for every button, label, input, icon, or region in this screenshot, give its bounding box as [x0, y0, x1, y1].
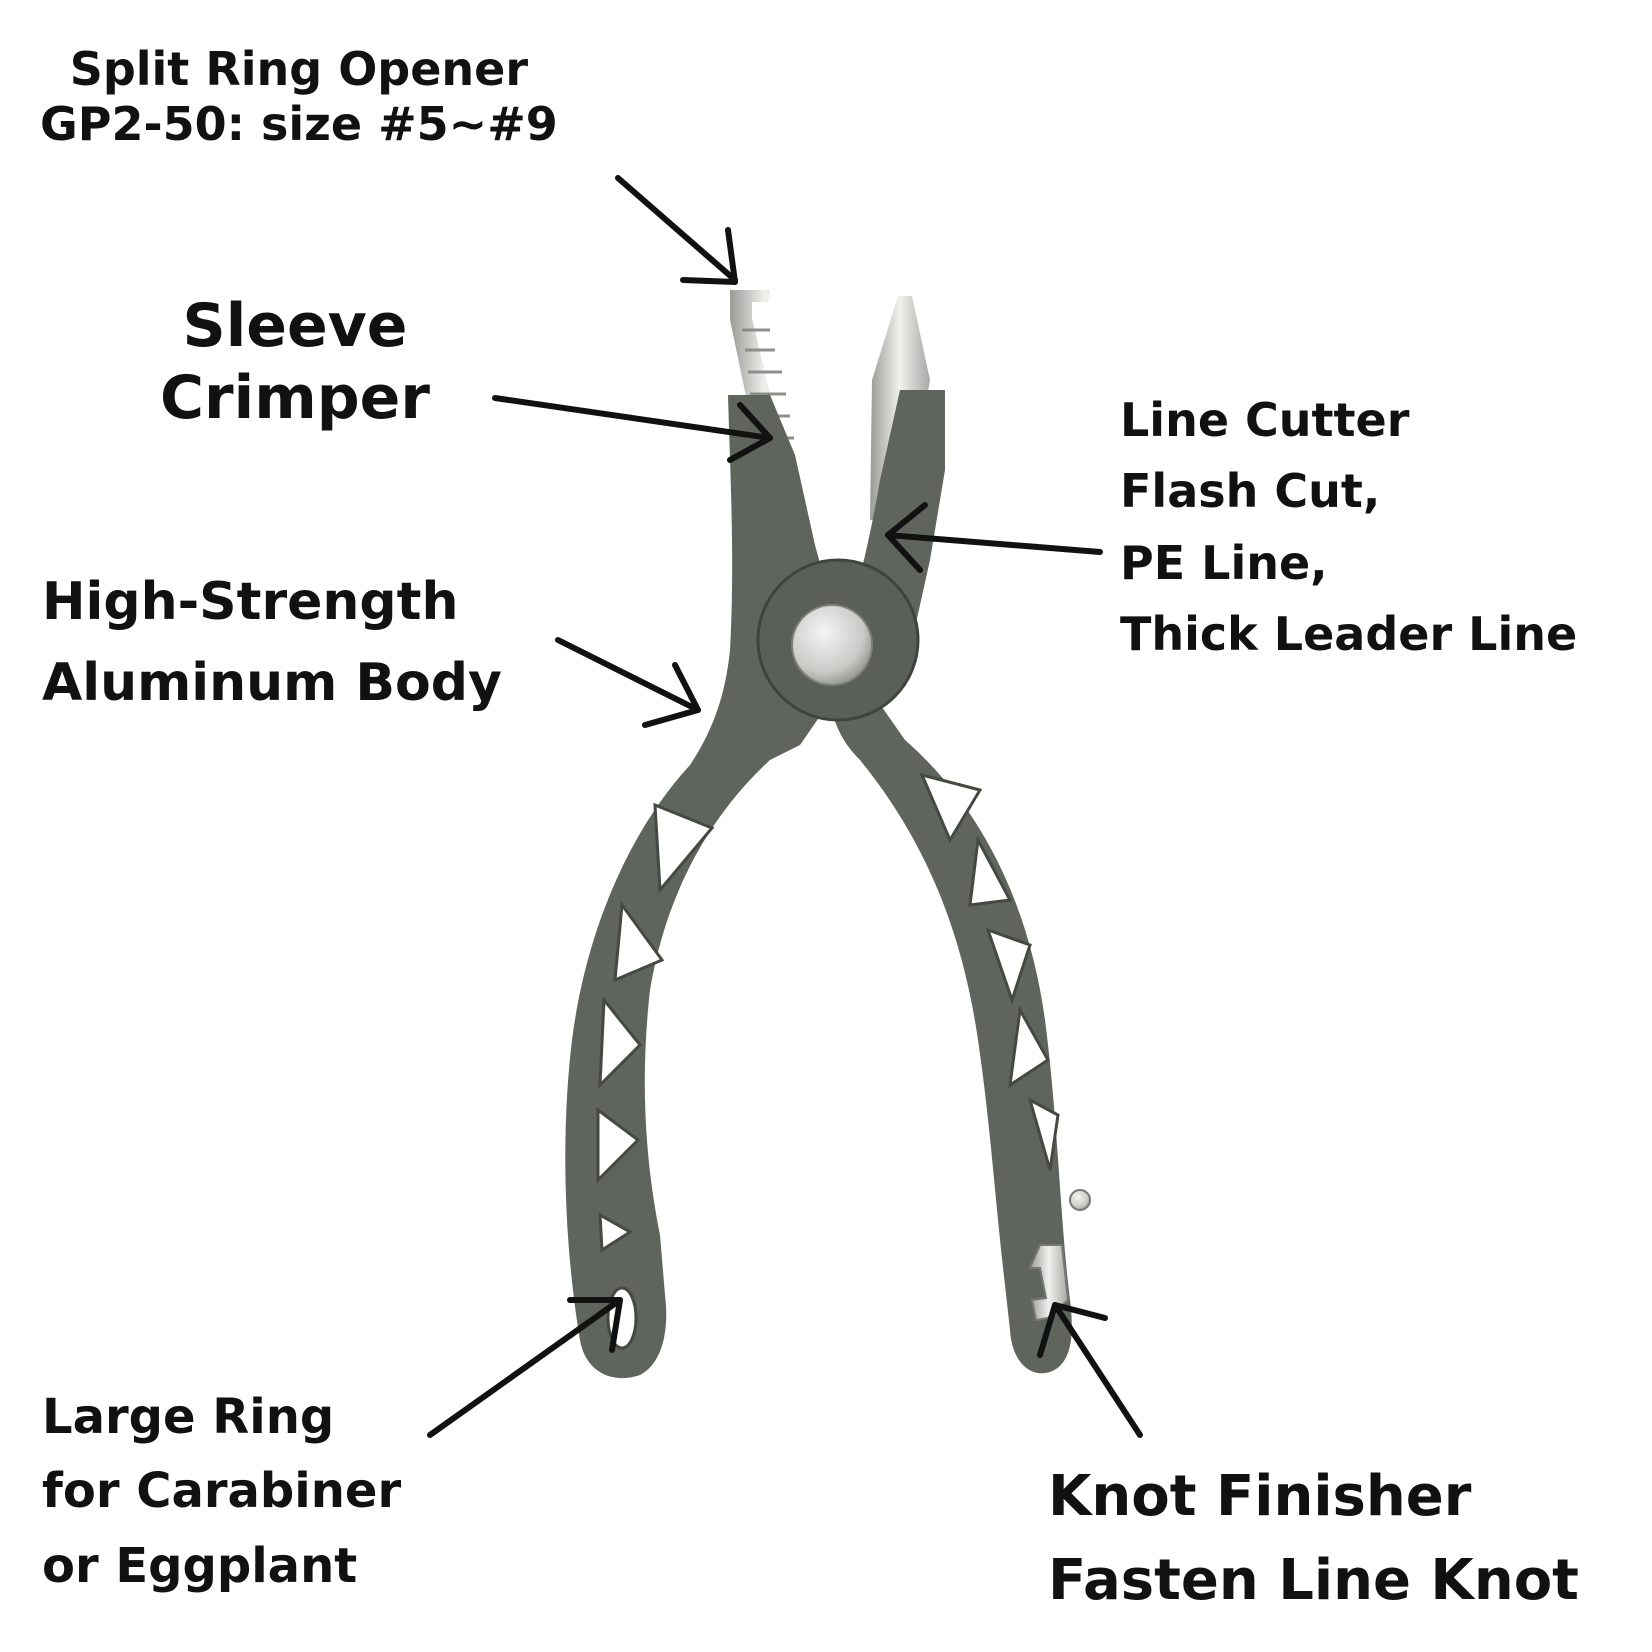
- label-sleeve-crimper: Sleeve Crimper: [160, 290, 430, 434]
- label-line: Aluminum Body: [42, 652, 502, 713]
- label-line: Line Cutter: [1120, 393, 1410, 447]
- label-split-ring-opener: Split Ring Opener GP2-50: size #5~#9: [40, 42, 558, 152]
- arrow-knot-finisher: [1037, 1302, 1143, 1438]
- label-aluminum-body: High-Strength Aluminum Body: [42, 562, 502, 723]
- arrow-line-cutter: [885, 502, 1103, 573]
- label-line: Sleeve: [182, 291, 408, 361]
- label-line: Flash Cut,: [1120, 464, 1381, 519]
- label-line: GP2-50: size #5~#9: [40, 97, 558, 152]
- right-handle-cutouts: [919, 772, 1060, 1171]
- label-large-ring: Large Ring for Carabiner or Eggplant: [42, 1380, 401, 1603]
- arrow-split-ring: [615, 175, 738, 285]
- label-line: High-Strength: [42, 572, 459, 632]
- label-line: Fasten Line Knot: [1048, 1548, 1579, 1613]
- label-line: Crimper: [160, 363, 430, 433]
- label-line: Thick Leader Line: [1120, 606, 1578, 661]
- pivot-bolt: [791, 604, 873, 686]
- label-line: Split Ring Opener: [69, 42, 529, 96]
- label-knot-finisher: Knot Finisher Fasten Line Knot: [1048, 1455, 1579, 1623]
- label-line: Large Ring: [42, 1389, 335, 1445]
- rivet: [1069, 1189, 1091, 1211]
- label-line: for Carabiner: [42, 1463, 402, 1520]
- arrow-sleeve-crimper: [492, 395, 773, 463]
- arrow-aluminum-body: [555, 637, 701, 728]
- knot-finisher-hook: [1028, 1244, 1070, 1322]
- arrow-large-ring: [427, 1297, 623, 1438]
- label-line-cutter: Line Cutter Flash Cut, PE Line, Thick Le…: [1120, 385, 1577, 670]
- label-line: Knot Finisher: [1048, 1464, 1472, 1529]
- label-line: PE Line,: [1120, 535, 1328, 590]
- label-line: or Eggplant: [42, 1537, 358, 1594]
